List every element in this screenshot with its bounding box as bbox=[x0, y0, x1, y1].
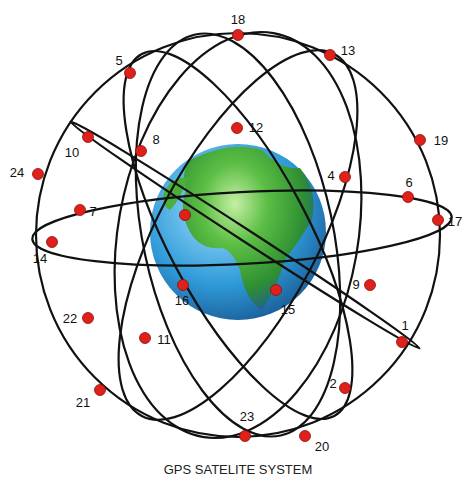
callout-number: 16 bbox=[175, 294, 189, 307]
callout-number: 22 bbox=[63, 312, 77, 325]
earth bbox=[150, 144, 326, 320]
callout-number: 20 bbox=[315, 440, 329, 453]
callout-number: 24 bbox=[10, 166, 24, 179]
callout-number: 11 bbox=[157, 333, 171, 346]
callout-number: 5 bbox=[115, 54, 122, 67]
callout-number: 13 bbox=[341, 44, 355, 57]
caption: GPS SATELITE SYSTEM bbox=[164, 463, 313, 476]
callout-number: 17 bbox=[448, 215, 462, 228]
callout-number: 18 bbox=[231, 13, 245, 26]
callout-number: 10 bbox=[65, 146, 79, 159]
callout-number: 1 bbox=[401, 319, 408, 332]
satellite-dots bbox=[33, 30, 444, 442]
callout-number: 4 bbox=[327, 169, 334, 182]
callout-number: 12 bbox=[249, 121, 263, 134]
continents bbox=[183, 147, 314, 310]
callout-number: 14 bbox=[33, 252, 47, 265]
callout-number: 6 bbox=[405, 176, 412, 189]
callout-number: 19 bbox=[434, 134, 448, 147]
callout-number: 21 bbox=[76, 396, 90, 409]
callout-number: 15 bbox=[281, 303, 295, 316]
callout-number: 23 bbox=[240, 410, 254, 423]
callout-number: 8 bbox=[152, 133, 159, 146]
callout-number: 7 bbox=[89, 205, 96, 218]
orbit-lines bbox=[30, 12, 453, 457]
callout-number: 2 bbox=[329, 377, 336, 390]
callout-number: 9 bbox=[352, 278, 359, 291]
